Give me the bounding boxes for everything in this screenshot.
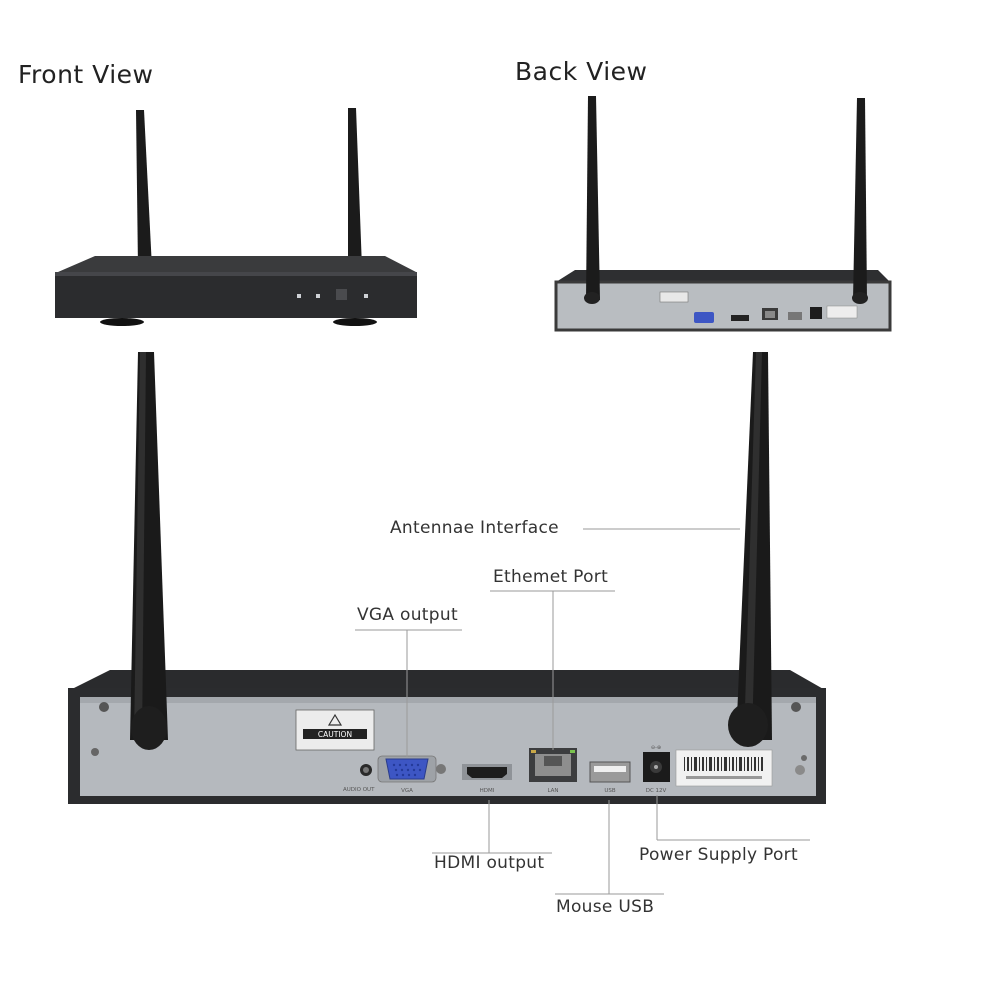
back-view-title: Back View	[515, 57, 648, 86]
back-antenna-left	[586, 96, 600, 300]
antenna-right-base	[728, 703, 768, 747]
svg-text:⊖-⊕: ⊖-⊕	[651, 745, 661, 751]
front-antenna-left	[136, 110, 152, 268]
back-antenna-right	[853, 98, 867, 300]
front-device-top	[58, 256, 416, 272]
front-led-1	[297, 294, 301, 298]
callout-hdmi-output: HDMI output	[434, 853, 545, 873]
front-device-face	[55, 272, 417, 318]
caution-text: CAUTION	[318, 730, 352, 739]
power-port	[643, 752, 670, 782]
front-led-3	[364, 294, 368, 298]
chassis-frame	[68, 688, 826, 804]
lan-port-label: LAN	[547, 788, 558, 794]
front-led-2	[316, 294, 320, 298]
usb-port-label: USB	[604, 788, 616, 794]
antenna-left	[130, 352, 168, 740]
front-antenna-right	[348, 108, 362, 268]
callout-mouse-usb: Mouse USB	[556, 897, 655, 917]
callout-antennae-interface: Antennae Interface	[390, 518, 559, 538]
barcode-sticker	[675, 749, 773, 787]
back-small-panel	[554, 280, 892, 332]
rear-panel	[80, 697, 816, 796]
front-ir-window	[336, 289, 347, 300]
hdmi-port-label: HDMI	[480, 788, 495, 794]
vga-port	[385, 758, 429, 780]
callout-vga-output: VGA output	[357, 605, 458, 625]
audio-label: AUDIO OUT	[343, 787, 375, 793]
front-view-title: Front View	[18, 60, 154, 89]
callout-ethernet-port: Ethemet Port	[493, 567, 609, 587]
antenna-right	[736, 352, 772, 740]
usb-port	[589, 761, 631, 783]
antenna-left-base	[131, 706, 167, 750]
callout-power-supply-port: Power Supply Port	[639, 845, 798, 865]
caution-label	[295, 709, 375, 751]
hdmi-port	[467, 767, 507, 778]
lan-port	[529, 748, 577, 782]
vga-port-label: VGA	[401, 788, 413, 794]
power-port-label: DC 12V	[646, 788, 667, 794]
